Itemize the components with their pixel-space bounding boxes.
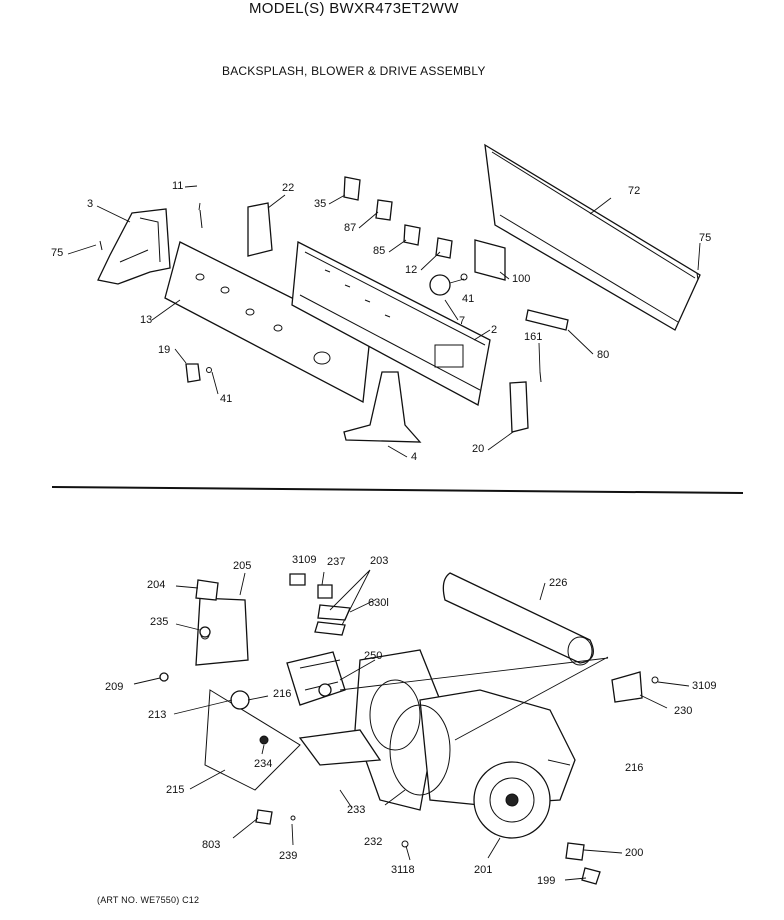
label-13: 13 xyxy=(140,314,153,326)
label-205: 205 xyxy=(233,560,252,572)
label-35: 35 xyxy=(314,198,327,210)
label-201: 201 xyxy=(474,864,493,876)
leader-lines-bottom xyxy=(133,569,690,881)
label-22: 22 xyxy=(282,182,295,194)
label-230: 230 xyxy=(674,705,693,717)
label-3: 3 xyxy=(87,198,94,210)
label-216-left: 216 xyxy=(273,688,292,700)
end-cap-right xyxy=(343,371,422,443)
drive-motor xyxy=(286,651,346,706)
label-204: 204 xyxy=(147,579,166,591)
label-3109-top: 3109 xyxy=(292,554,317,566)
label-85: 85 xyxy=(373,245,386,257)
label-75-right: 75 xyxy=(699,232,712,244)
label-41-bottom: 41 xyxy=(220,393,233,405)
label-100: 100 xyxy=(512,273,531,285)
label-803: 803 xyxy=(202,839,221,851)
label-7: 7 xyxy=(459,315,466,327)
label-41-top: 41 xyxy=(462,293,475,305)
label-235: 235 xyxy=(150,616,169,628)
model-header: MODEL(S) BWXR473ET2WW xyxy=(249,0,459,17)
label-3118: 3118 xyxy=(391,864,415,876)
blower-drum-duct xyxy=(442,572,594,666)
label-215: 215 xyxy=(166,784,185,796)
section-divider xyxy=(51,486,744,494)
label-250: 250 xyxy=(364,650,383,662)
label-234: 234 xyxy=(254,758,273,770)
art-number: (ART NO. WE7550) C12 xyxy=(97,895,200,905)
label-6301: 630l xyxy=(368,597,389,609)
rear-panel xyxy=(484,143,701,331)
label-239: 239 xyxy=(279,850,298,862)
label-200: 200 xyxy=(625,847,644,859)
label-72: 72 xyxy=(628,185,641,197)
label-4: 4 xyxy=(411,451,418,463)
section-title: BACKSPLASH, BLOWER & DRIVE ASSEMBLY xyxy=(222,64,486,78)
belt-and-idler xyxy=(204,689,301,791)
label-233: 233 xyxy=(347,804,366,816)
duct-plate xyxy=(298,729,382,766)
leader-lines-top xyxy=(67,185,701,458)
label-12: 12 xyxy=(405,264,418,276)
label-237: 237 xyxy=(327,556,346,568)
small-parts-top xyxy=(99,176,699,433)
label-87: 87 xyxy=(344,222,357,234)
label-20: 20 xyxy=(472,443,485,455)
backsplash-end-cap-left xyxy=(97,208,171,285)
label-209: 209 xyxy=(105,681,124,693)
label-216-right: 216 xyxy=(625,762,644,774)
small-parts-bottom xyxy=(159,573,659,885)
label-19: 19 xyxy=(158,344,171,356)
control-console-frame xyxy=(291,240,491,406)
label-80: 80 xyxy=(597,349,610,361)
label-213: 213 xyxy=(148,709,167,721)
label-2: 2 xyxy=(491,324,498,336)
blower-wheel xyxy=(473,761,551,839)
label-75-left: 75 xyxy=(51,247,64,259)
label-3109-right: 3109 xyxy=(692,680,717,692)
label-161: 161 xyxy=(524,331,543,343)
label-203: 203 xyxy=(370,555,389,567)
label-199: 199 xyxy=(537,875,556,887)
label-232: 232 xyxy=(364,836,383,848)
label-11: 11 xyxy=(172,180,184,192)
label-226: 226 xyxy=(549,577,568,589)
